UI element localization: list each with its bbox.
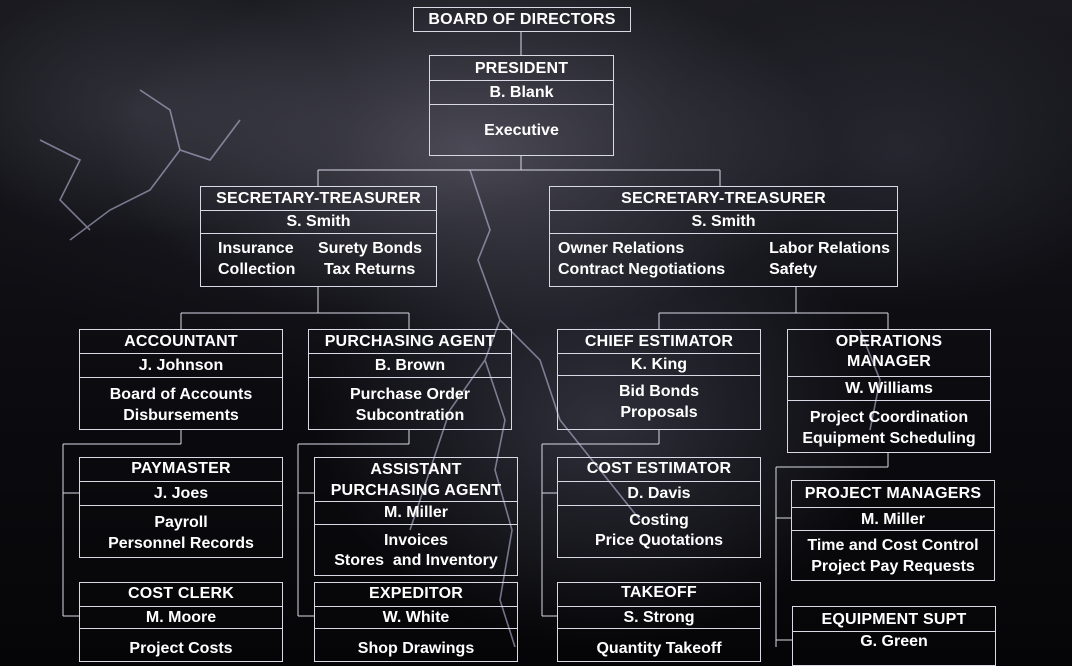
operations-title-line2: MANAGER xyxy=(846,353,932,370)
duty-personnel-records: Personnel Records xyxy=(108,534,254,552)
takeoff-box: TAKEOFF S. Strong Quantity Takeoff xyxy=(557,582,761,662)
duty-project-pay-requests: Project Pay Requests xyxy=(811,558,975,575)
duty-shop-drawings: Shop Drawings xyxy=(357,640,475,657)
duty-stores-and-inventory: Stores and Inventory xyxy=(334,552,498,569)
purchasing-duties: Purchase Order Subcontration xyxy=(309,377,511,431)
sec-right-title: SECRETARY-TREASURER xyxy=(621,190,826,207)
expeditor-title: EXPEDITOR xyxy=(369,585,463,602)
duty-project-coordination: Project Coordination xyxy=(809,408,969,426)
sec-left-name: S. Smith xyxy=(201,210,436,233)
project-managers-name: M. Miller xyxy=(792,507,994,531)
sec-left-title: SECRETARY-TREASURER xyxy=(216,190,421,207)
project-managers-duties: Time and Cost Control Project Pay Reques… xyxy=(792,530,994,581)
cost-clerk-name: M. Moore xyxy=(80,606,282,629)
asst-purchasing-name: M. Miller xyxy=(315,501,517,524)
expeditor-name: W. White xyxy=(315,606,517,629)
president-box: PRESIDENT B. Blank Executive xyxy=(429,55,614,156)
president-duty: Executive xyxy=(430,104,613,157)
duty-quantity-takeoff: Quantity Takeoff xyxy=(596,640,722,657)
cost-estimator-name: D. Davis xyxy=(558,481,760,506)
duty-collection: Collection xyxy=(218,261,296,278)
duty-subcontration: Subcontration xyxy=(355,406,465,424)
takeoff-name: S. Strong xyxy=(558,606,760,629)
duty-tax-returns: Tax Returns xyxy=(323,261,416,278)
cost-estimator-title: COST ESTIMATOR xyxy=(586,460,732,477)
chief-estimator-title: CHIEF ESTIMATOR xyxy=(584,333,734,350)
chief-estimator-name: K. King xyxy=(558,353,760,376)
duty-proposals: Proposals xyxy=(620,404,698,421)
takeoff-title: TAKEOFF xyxy=(621,584,697,601)
duty-costing: Costing xyxy=(629,512,689,529)
accountant-name: J. Johnson xyxy=(80,353,282,378)
org-connector-lines xyxy=(62,31,889,647)
duty-equipment-scheduling: Equipment Scheduling xyxy=(802,429,976,447)
operations-name: W. Williams xyxy=(788,376,990,401)
president-title: PRESIDENT xyxy=(474,60,569,77)
duty-safety: Safety xyxy=(769,261,818,278)
takeoff-duties: Quantity Takeoff xyxy=(558,628,760,659)
chief-estimator-duties: Bid Bonds Proposals xyxy=(558,375,760,428)
operations-title: OPERATIONS MANAGER xyxy=(788,332,990,372)
accountant-duties: Board of Accounts Disbursements xyxy=(80,377,282,431)
equipment-supt-title: EQUIPMENT SUPT xyxy=(821,611,967,628)
duty-disbursements: Disbursements xyxy=(123,406,239,424)
duty-invoices: Invoices xyxy=(383,532,449,549)
asst-purchasing-title-line2: PURCHASING AGENT xyxy=(330,482,502,499)
cost-clerk-title: COST CLERK xyxy=(128,585,234,602)
duty-board-of-accounts: Board of Accounts xyxy=(109,385,253,403)
asst-purchasing-title-line1: ASSISTANT xyxy=(370,461,462,478)
board-title: BOARD OF DIRECTORS xyxy=(428,11,616,28)
cost-estimator-box: COST ESTIMATOR D. Davis Costing Price Qu… xyxy=(557,457,761,558)
project-managers-title: PROJECT MANAGERS xyxy=(804,485,982,502)
duty-payroll: Payroll xyxy=(154,513,208,531)
cost-clerk-box: COST CLERK M. Moore Project Costs xyxy=(79,582,283,662)
duty-project-costs: Project Costs xyxy=(129,640,233,657)
paymaster-title: PAYMASTER xyxy=(131,460,231,477)
duty-surety-bonds: Surety Bonds xyxy=(317,240,422,257)
board-of-directors-box: BOARD OF DIRECTORS xyxy=(413,7,631,32)
operations-manager-box: OPERATIONS MANAGER W. Williams Project C… xyxy=(787,329,991,453)
duty-bid-bonds: Bid Bonds xyxy=(619,383,699,400)
lightning-bolts xyxy=(39,89,881,647)
purchasing-name: B. Brown xyxy=(309,353,511,378)
sec-right-name: S. Smith xyxy=(550,210,897,233)
accountant-box: ACCOUNTANT J. Johnson Board of Accounts … xyxy=(79,329,283,430)
secretary-treasurer-right-box: SECRETARY-TREASURER S. Smith Owner Relat… xyxy=(549,186,898,287)
duty-price-quotations: Price Quotations xyxy=(594,532,724,549)
duty-owner-relations: Owner Relations xyxy=(558,240,685,257)
expeditor-duties: Shop Drawings xyxy=(315,628,517,659)
duty-contract-negotiations: Contract Negotiations xyxy=(558,261,726,278)
president-name: B. Blank xyxy=(430,80,613,105)
duty-time-and-cost-control: Time and Cost Control xyxy=(807,537,979,554)
stormy-sky-background xyxy=(0,0,1072,647)
asst-purchasing-duties: Invoices Stores and Inventory xyxy=(315,524,517,577)
duty-purchase-order: Purchase Order xyxy=(349,385,471,403)
paymaster-box: PAYMASTER J. Joes Payroll Personnel Reco… xyxy=(79,457,283,558)
duty-insurance: Insurance xyxy=(218,240,294,257)
cost-clerk-duties: Project Costs xyxy=(80,628,282,659)
duty-labor-relations: Labor Relations xyxy=(769,240,890,257)
cost-estimator-duties: Costing Price Quotations xyxy=(558,505,760,556)
asst-purchasing-title: ASSISTANT PURCHASING AGENT xyxy=(315,459,517,501)
project-managers-box: PROJECT MANAGERS M. Miller Time and Cost… xyxy=(791,480,995,581)
accountant-title: ACCOUNTANT xyxy=(124,333,238,350)
expeditor-box: EXPEDITOR W. White Shop Drawings xyxy=(314,582,518,662)
purchasing-title: PURCHASING AGENT xyxy=(324,333,496,350)
purchasing-agent-box: PURCHASING AGENT B. Brown Purchase Order… xyxy=(308,329,512,430)
paymaster-duties: Payroll Personnel Records xyxy=(80,505,282,559)
paymaster-name: J. Joes xyxy=(80,481,282,506)
operations-duties: Project Coordination Equipment Schedulin… xyxy=(788,400,990,454)
chief-estimator-box: CHIEF ESTIMATOR K. King Bid Bonds Propos… xyxy=(557,329,761,430)
equipment-supt-box: EQUIPMENT SUPT G. Green xyxy=(792,606,996,666)
assistant-purchasing-agent-box: ASSISTANT PURCHASING AGENT M. Miller Inv… xyxy=(314,457,518,576)
equipment-supt-name: G. Green xyxy=(793,631,995,652)
operations-title-line1: OPERATIONS xyxy=(835,333,943,350)
